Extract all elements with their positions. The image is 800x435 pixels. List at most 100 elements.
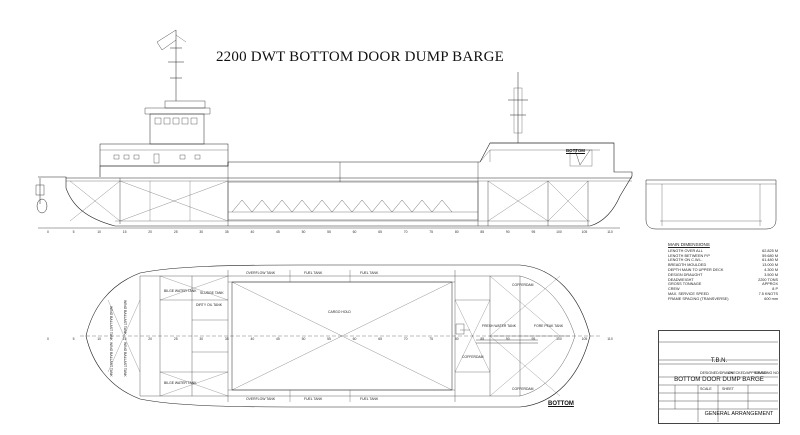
profile-frame-50: 50 xyxy=(302,230,306,234)
profile-frame-20: 20 xyxy=(148,230,152,234)
tb-hdr-checked: CHECKED/APPROVED xyxy=(728,371,767,375)
dimension-value: 61.480 M xyxy=(762,258,778,263)
dimension-row: LENGTH OVER ALL 62.825 M xyxy=(668,249,778,254)
plan-frame-40: 40 xyxy=(250,337,254,341)
label-wing-1: WING BALLAST TANK xyxy=(109,306,113,341)
profile-frame-95: 95 xyxy=(531,230,535,234)
dimension-value: 3.500 M xyxy=(764,272,778,277)
plan-frame-95: 95 xyxy=(531,337,535,341)
deckhouse xyxy=(99,143,229,167)
aft-mast xyxy=(156,29,187,101)
dimension-key: LENGTH BETWEEN P.P xyxy=(668,253,710,258)
profile-frame-10: 10 xyxy=(97,230,101,234)
plan-frame-20: 20 xyxy=(148,337,152,341)
plan-frame-65: 65 xyxy=(378,337,382,341)
profile-frame-15: 15 xyxy=(123,230,127,234)
label-fuel-tank-top-1: FUEL TANK xyxy=(304,271,323,275)
label-fuel-tank-bot-1: FUEL TANK xyxy=(304,397,323,401)
dimension-value: 600 mm xyxy=(764,296,778,301)
rudder-propeller xyxy=(35,178,48,214)
dimension-value: 59.680 M xyxy=(762,253,778,258)
title-block: T.B.N. BOTTOM DOOR DUMP BARGE GENERAL AR… xyxy=(658,330,780,424)
title-block-headers: DESIGNED/DRAWN CHECKED/APPROVED DRAWING … xyxy=(700,371,780,391)
label-overflow-tank-bot: OVERFLOW TANK xyxy=(246,397,276,401)
dimension-row: DEPTH MAIN TO UPPER DECK 4.300 M xyxy=(668,268,778,273)
dimension-key: FRAME SPACING (TRANSVERSE) xyxy=(668,296,729,301)
dimension-row: CREW 8 P xyxy=(668,287,778,292)
profile-frame-65: 65 xyxy=(378,230,382,234)
fore-mast xyxy=(508,72,528,143)
dimensions-heading: MAIN DIMENSIONS xyxy=(668,242,710,247)
profile-frame-80: 80 xyxy=(455,230,459,234)
plan-frame-60: 60 xyxy=(353,337,357,341)
dimension-key: CREW xyxy=(668,287,680,292)
profile-frame-60: 60 xyxy=(353,230,357,234)
profile-frame-40: 40 xyxy=(250,230,254,234)
label-fresh-water: FRESH WATER TANK xyxy=(482,324,517,328)
dimension-value: 8 P xyxy=(772,287,778,292)
dimension-row: DEADWEIGHT 2200 TONS xyxy=(668,278,778,283)
plan-frame-0: 0 xyxy=(47,337,49,341)
profile-frame-25: 25 xyxy=(174,230,178,234)
tb-scale: SCALE xyxy=(700,387,712,391)
label-wing-3: WING BALLAST TANK xyxy=(109,342,113,377)
plan-frame-35: 35 xyxy=(225,337,229,341)
dimension-row: LENGTH ON C.W.L.61.480 M xyxy=(668,258,778,263)
plan-frame-45: 45 xyxy=(276,337,280,341)
plan-frame-55: 55 xyxy=(327,337,331,341)
dimension-key: LENGTH OVER ALL xyxy=(668,248,703,253)
dimension-value: 4.300 M xyxy=(764,267,778,272)
dimension-key: BREADTH MOULDED xyxy=(668,263,707,268)
dimension-value: 2200 TONS xyxy=(758,277,778,282)
label-fuel-tank-bot-2: FUEL TANK xyxy=(360,397,379,401)
profile-view-label: BOTTOM xyxy=(566,148,585,153)
dimension-key: MAX. SERVICE SPEED xyxy=(668,291,709,296)
dimension-value: 7.5 KNOTS xyxy=(758,291,778,296)
dimension-value: 62.825 M xyxy=(762,248,778,253)
label-wing-4: WING BALLAST TANK xyxy=(123,342,127,377)
plan-frame-50: 50 xyxy=(302,337,306,341)
label-fore-peak: FORE PEAK TANK xyxy=(534,324,564,328)
title-block-drawing: GENERAL ARRANGEMENT xyxy=(704,411,774,417)
plan-frame-70: 70 xyxy=(404,337,408,341)
label-cargo-hold: CARGO HOLD xyxy=(328,310,351,314)
label-cofferdam-bot: COFFERDAM xyxy=(512,387,534,391)
tb-hdr-drawing: DRAWING NO. xyxy=(755,371,780,375)
dimension-row: FRAME SPACING (TRANSVERSE) 600 mm xyxy=(668,297,778,302)
profile-frame-5: 5 xyxy=(73,230,75,234)
label-ballast-top: BILGE WATER TANK xyxy=(164,289,197,293)
plan-frame-30: 30 xyxy=(199,337,203,341)
dimension-key: DEADWEIGHT xyxy=(668,277,694,282)
profile-frame-100: 100 xyxy=(556,230,562,234)
dimension-value: 13.000 M xyxy=(762,263,778,268)
tb-sheet: SHEET xyxy=(722,387,735,391)
dimension-row: LENGTH BETWEEN P.P 59.680 M xyxy=(668,254,778,259)
dimension-key: DEPTH MAIN TO UPPER DECK xyxy=(668,267,724,272)
label-fuel-tank-top-2: FUEL TANK xyxy=(360,271,379,275)
title-block-lines xyxy=(658,341,778,422)
tb-hdr-designed: DESIGNED/DRAWN xyxy=(700,371,734,375)
plan-frame-110: 110 xyxy=(607,337,613,341)
midship-section xyxy=(645,179,777,230)
profile-frame-70: 70 xyxy=(404,230,408,234)
plan-frame-75: 75 xyxy=(429,337,433,341)
profile-frame-55: 55 xyxy=(327,230,331,234)
dimension-value: APPROX xyxy=(762,282,778,287)
plan-frame-5: 5 xyxy=(73,337,75,341)
dimension-row: BREADTH MOULDED 13.000 M xyxy=(668,263,778,268)
plan-frame-15: 15 xyxy=(123,337,127,341)
label-sludge: SLUDGE TANK xyxy=(200,291,224,295)
profile-frame-75: 75 xyxy=(429,230,433,234)
label-cofferdam-top: COFFERDAM xyxy=(512,283,534,287)
title-block-owner: T.B.N. xyxy=(710,358,728,364)
plan-frame-90: 90 xyxy=(506,337,510,341)
profile-frame-45: 45 xyxy=(276,230,280,234)
title-block-project: BOTTOM DOOR DUMP BARGE xyxy=(674,376,764,383)
label-dirty-oil: DIRTY OIL TANK xyxy=(196,303,223,307)
wheelhouse xyxy=(149,113,205,145)
